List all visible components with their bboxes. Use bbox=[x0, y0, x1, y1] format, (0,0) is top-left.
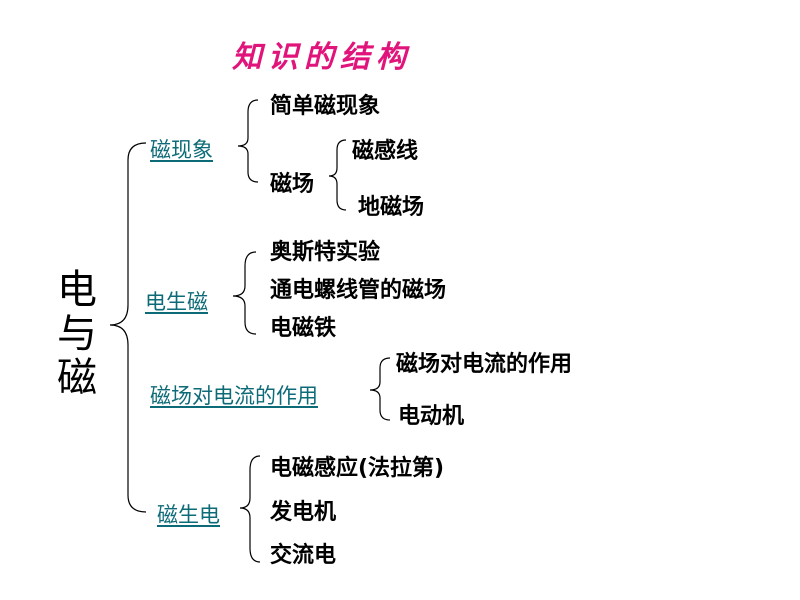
item-geomagnetic-field: 地磁场 bbox=[358, 195, 425, 220]
item-magnetic-field-lines: 磁感线 bbox=[352, 139, 419, 164]
brace-magnetic-field bbox=[328, 139, 347, 211]
item-solenoid-field: 通电螺线管的磁场 bbox=[270, 278, 447, 303]
item-field-force-on-current: 磁场对电流的作用 bbox=[396, 352, 573, 377]
brace-magnetic-phenomena bbox=[237, 99, 259, 183]
root-char-1: 电 bbox=[57, 267, 97, 313]
category-force-on-current[interactable]: 磁场对电流的作用 bbox=[150, 384, 318, 408]
item-alternating-current: 交流电 bbox=[270, 543, 337, 568]
root-char-2: 与 bbox=[57, 311, 97, 357]
brace-induction bbox=[239, 455, 261, 563]
page-title: 知识的结构 bbox=[232, 40, 412, 75]
item-simple-magnetic-phenomena: 简单磁现象 bbox=[270, 94, 381, 119]
category-electricity-generates-magnetism[interactable]: 电生磁 bbox=[145, 290, 208, 314]
category-magnetism-generates-electricity[interactable]: 磁生电 bbox=[157, 503, 220, 527]
root-char-3: 磁 bbox=[57, 355, 97, 401]
brace-force-on-current bbox=[369, 357, 391, 421]
brace-electromagnetism bbox=[232, 251, 257, 335]
root-topic: 电 与 磁 bbox=[54, 268, 100, 400]
item-generator: 发电机 bbox=[270, 500, 337, 525]
item-oersted-experiment: 奥斯特实验 bbox=[270, 240, 381, 265]
item-electromagnet: 电磁铁 bbox=[270, 316, 337, 341]
category-magnetic-phenomena[interactable]: 磁现象 bbox=[150, 138, 213, 162]
item-electromagnetic-induction: 电磁感应(法拉第) bbox=[270, 456, 445, 481]
item-electric-motor: 电动机 bbox=[398, 404, 465, 429]
item-magnetic-field: 磁场 bbox=[270, 172, 315, 197]
main-brace bbox=[109, 142, 147, 513]
